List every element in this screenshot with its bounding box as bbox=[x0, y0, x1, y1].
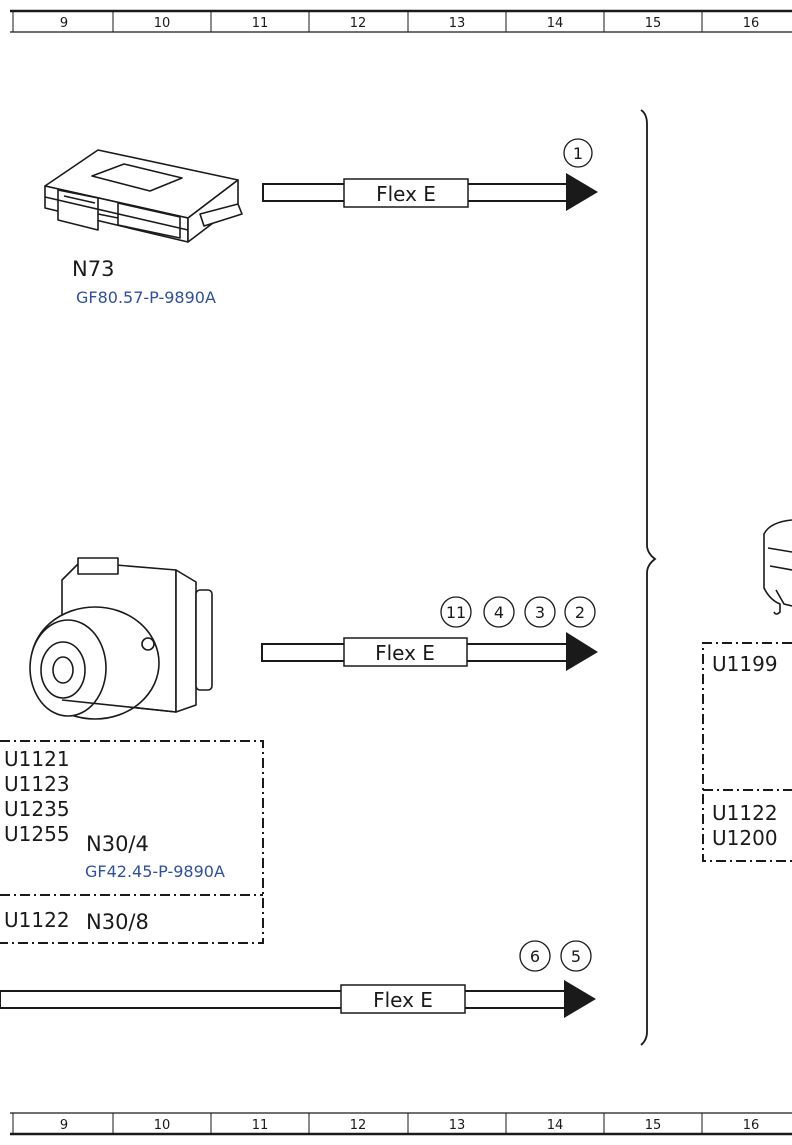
marker-5: 5 bbox=[571, 947, 581, 966]
connector-2-label-box bbox=[343, 637, 468, 667]
ruler-bottom-10: 10 bbox=[154, 1118, 171, 1133]
n73-ref-link[interactable]: GF80.57-P-9890A bbox=[76, 288, 216, 307]
marker-circle-4 bbox=[483, 596, 515, 628]
marker-1: 1 bbox=[573, 144, 583, 163]
n73-label: N73 bbox=[72, 257, 114, 281]
ruler-top-14: 14 bbox=[547, 16, 564, 31]
n30-4-hydraulic-unit-illustration bbox=[29, 557, 213, 720]
connector-1-label: Flex E bbox=[376, 182, 436, 206]
code-u1123: U1123 bbox=[4, 772, 70, 796]
ruler-top-13: 13 bbox=[449, 16, 466, 31]
marker-circle-3 bbox=[524, 596, 556, 628]
bottom-ruler: 9 10 11 12 13 14 15 16 bbox=[10, 1112, 792, 1136]
n30-4-ref-link[interactable]: GF42.45-P-9890A bbox=[85, 862, 225, 881]
marker-circle-5 bbox=[560, 940, 592, 972]
ruler-top-12: 12 bbox=[350, 16, 367, 31]
n30-4-codes: U1121 U1123 U1235 U1255 bbox=[4, 747, 70, 846]
connector-1: Flex E 1 bbox=[262, 138, 598, 211]
code-u1121: U1121 bbox=[4, 747, 70, 771]
connector-2: Flex E 11 4 3 2 bbox=[261, 596, 598, 671]
marker-2: 2 bbox=[575, 603, 585, 622]
n30-8-label: N30/8 bbox=[86, 910, 149, 934]
connector-3-label: Flex E bbox=[373, 988, 433, 1012]
ruler-bottom-15: 15 bbox=[645, 1118, 662, 1133]
grouping-brace bbox=[640, 109, 657, 1046]
marker-circle-2 bbox=[564, 596, 596, 628]
ruler-top-9: 9 bbox=[60, 16, 68, 31]
ruler-bottom-16: 16 bbox=[743, 1118, 760, 1133]
marker-4: 4 bbox=[494, 603, 504, 622]
code-u1200: U1200 bbox=[712, 826, 778, 850]
ruler-top-15: 15 bbox=[645, 16, 662, 31]
marker-6: 6 bbox=[530, 947, 540, 966]
right-code-box bbox=[702, 642, 792, 862]
code-u1235: U1235 bbox=[4, 797, 70, 821]
code-u1255: U1255 bbox=[4, 822, 70, 846]
marker-3: 3 bbox=[535, 603, 545, 622]
connector-1-label-box bbox=[343, 178, 469, 208]
marker-11: 11 bbox=[446, 603, 466, 622]
ruler-top-10: 10 bbox=[154, 16, 171, 31]
connector-3-label-box bbox=[340, 984, 466, 1014]
n30-4-label: N30/4 bbox=[86, 832, 149, 856]
ruler-bottom-9: 9 bbox=[60, 1118, 68, 1133]
code-u1122-left: U1122 bbox=[4, 908, 70, 932]
ruler-bottom-13: 13 bbox=[449, 1118, 466, 1133]
marker-circle-11 bbox=[440, 596, 472, 628]
connector-2-label: Flex E bbox=[375, 641, 435, 665]
ruler-top-16: 16 bbox=[743, 16, 760, 31]
ruler-bottom-12: 12 bbox=[350, 1118, 367, 1133]
code-u1199: U1199 bbox=[712, 652, 778, 676]
marker-circle-6 bbox=[519, 940, 551, 972]
ruler-bottom-14: 14 bbox=[547, 1118, 564, 1133]
right-component-illustration bbox=[763, 519, 792, 615]
marker-circle-1 bbox=[563, 138, 593, 168]
top-ruler: 9 10 11 12 13 14 15 16 bbox=[10, 9, 792, 33]
code-u1122-right: U1122 bbox=[712, 801, 778, 825]
connector-3: Flex E 6 5 bbox=[0, 940, 596, 1018]
ruler-bottom-11: 11 bbox=[252, 1118, 269, 1133]
ruler-top-11: 11 bbox=[252, 16, 269, 31]
n73-control-unit-illustration bbox=[44, 149, 243, 243]
n30-4-code-box bbox=[0, 740, 264, 944]
